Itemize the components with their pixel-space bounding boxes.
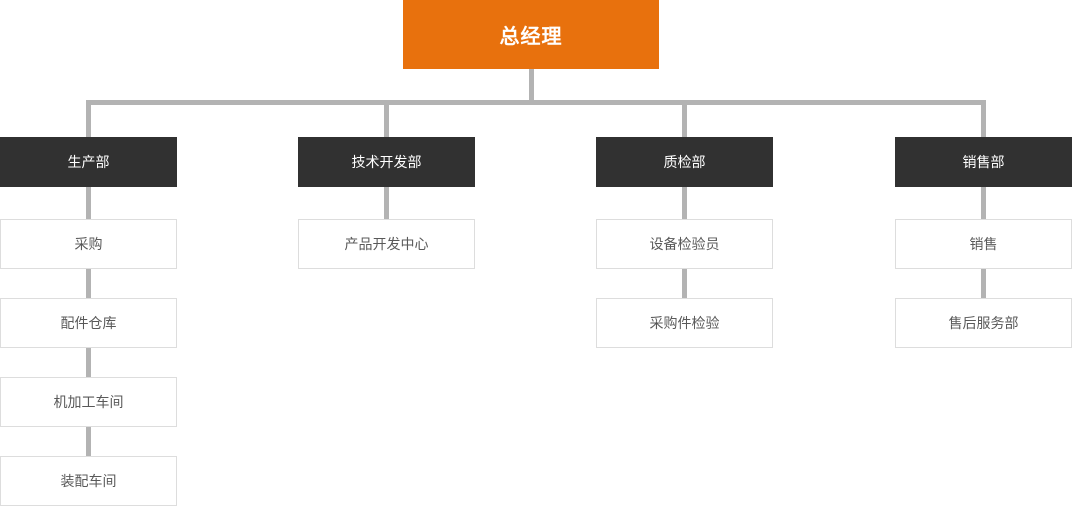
node-dept-tech-development: 技术开发部 xyxy=(298,137,475,187)
connector-branch-qc xyxy=(682,105,687,137)
node-equipment-inspector: 设备检验员 xyxy=(596,219,773,269)
connector-qc-child2 xyxy=(682,269,687,298)
connector-root-vertical xyxy=(529,69,534,100)
node-parts-warehouse: 配件仓库 xyxy=(0,298,177,348)
node-sales: 销售 xyxy=(895,219,1072,269)
node-general-manager: 总经理 xyxy=(403,0,659,69)
node-purchasing: 采购 xyxy=(0,219,177,269)
node-dept-quality-inspection: 质检部 xyxy=(596,137,773,187)
node-after-sales-service: 售后服务部 xyxy=(895,298,1072,348)
node-product-development-center: 产品开发中心 xyxy=(298,219,475,269)
node-dept-sales: 销售部 xyxy=(895,137,1072,187)
connector-branch-tech xyxy=(384,105,389,137)
node-purchased-parts-inspection: 采购件检验 xyxy=(596,298,773,348)
connector-main-horizontal xyxy=(86,100,986,105)
connector-production-child3 xyxy=(86,348,91,377)
connector-branch-sales xyxy=(981,105,986,137)
connector-sales-child1 xyxy=(981,187,986,219)
connector-sales-child2 xyxy=(981,269,986,298)
connector-production-child1 xyxy=(86,187,91,219)
connector-production-child2 xyxy=(86,269,91,298)
connector-qc-child1 xyxy=(682,187,687,219)
connector-production-child4 xyxy=(86,427,91,456)
node-machining-workshop: 机加工车间 xyxy=(0,377,177,427)
connector-branch-production xyxy=(86,105,91,137)
node-assembly-workshop: 装配车间 xyxy=(0,456,177,506)
connector-tech-child1 xyxy=(384,187,389,219)
node-dept-production: 生产部 xyxy=(0,137,177,187)
